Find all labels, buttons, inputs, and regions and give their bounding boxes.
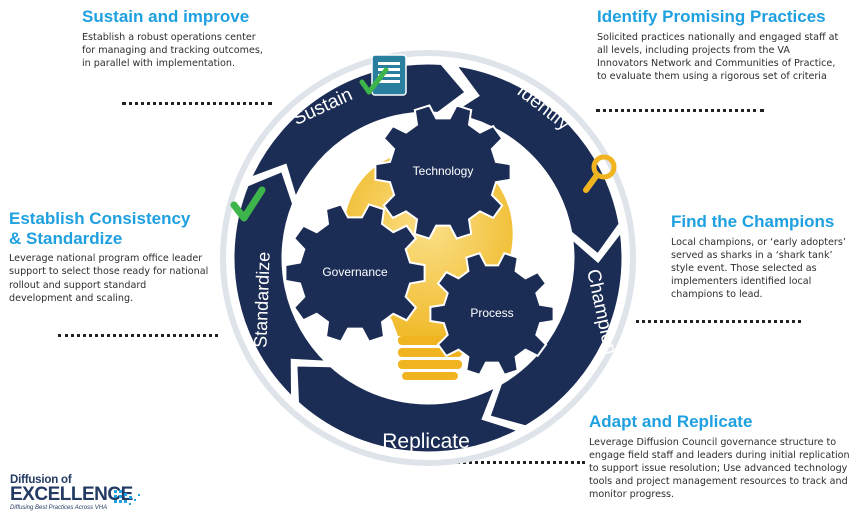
- standardize-leader-line: [58, 334, 218, 337]
- identify-description: Solicited practices nationally and engag…: [597, 31, 839, 83]
- standardize-description: Leverage national program office leader …: [9, 253, 209, 304]
- magnifier-icon: [583, 154, 617, 193]
- gear-label-technology: Technology: [413, 164, 474, 178]
- gear-icon: [284, 203, 426, 343]
- segment-champion: [486, 227, 625, 429]
- standardize-block: Establish Consistency & Standardize Leve…: [9, 209, 219, 305]
- replicate-heading: Adapt and Replicate: [589, 412, 753, 431]
- champion-leader-line: [636, 320, 801, 323]
- checkmark-icon: [230, 186, 266, 222]
- logo-line3: Diffusing Best Practices Across VHA: [10, 505, 108, 511]
- gear-label-process: Process: [470, 306, 513, 320]
- checklist-icon: [359, 54, 407, 96]
- gear-label-governance: Governance: [322, 265, 388, 279]
- identify-heading: Identify Promising Practices: [597, 7, 826, 26]
- sustain-heading: Sustain and improve: [82, 7, 250, 26]
- ring-segments: [231, 61, 625, 455]
- sustain-leader-line: [122, 102, 272, 105]
- replicate-leader-line: [440, 461, 585, 464]
- diffusion-of-excellence-logo: Diffusion of EXCELLENCE Diffusing Best P…: [10, 474, 145, 526]
- gear-icon: [429, 251, 555, 377]
- segment-standardize: [231, 168, 332, 402]
- champion-heading: Find the Champions: [671, 212, 835, 231]
- logo-dots-icon: [114, 490, 140, 505]
- standardize-heading-line2: & Standardize: [9, 228, 123, 248]
- cycle-label-replicate: Replicate: [382, 430, 470, 453]
- sustain-description: Establish a robust operations center for…: [82, 31, 263, 70]
- standardize-heading-line1: Establish Consistency: [9, 209, 191, 228]
- logo-line2: EXCELLENCE: [10, 484, 133, 505]
- standardize-heading: Establish Consistency & Standardize: [9, 209, 219, 248]
- cycle-label-standardize: Standardize: [250, 251, 273, 348]
- segment-replicate: [294, 363, 524, 455]
- replicate-block: Adapt and Replicate Leverage Diffusion C…: [589, 412, 857, 502]
- sustain-block: Sustain and improve Establish a robust o…: [82, 7, 277, 70]
- replicate-description: Leverage Diffusion Council governance st…: [589, 436, 850, 501]
- champion-block: Find the Champions Local champions, or ‘…: [671, 212, 851, 302]
- identify-block: Identify Promising Practices Solicited p…: [597, 7, 852, 83]
- gear-icon: [374, 104, 512, 240]
- champion-description: Local champions, or ‘early adopters’ ser…: [671, 236, 846, 301]
- segment-sustain: [247, 61, 469, 204]
- logo-line1: Diffusion of: [10, 474, 72, 486]
- identify-leader-line: [596, 109, 764, 112]
